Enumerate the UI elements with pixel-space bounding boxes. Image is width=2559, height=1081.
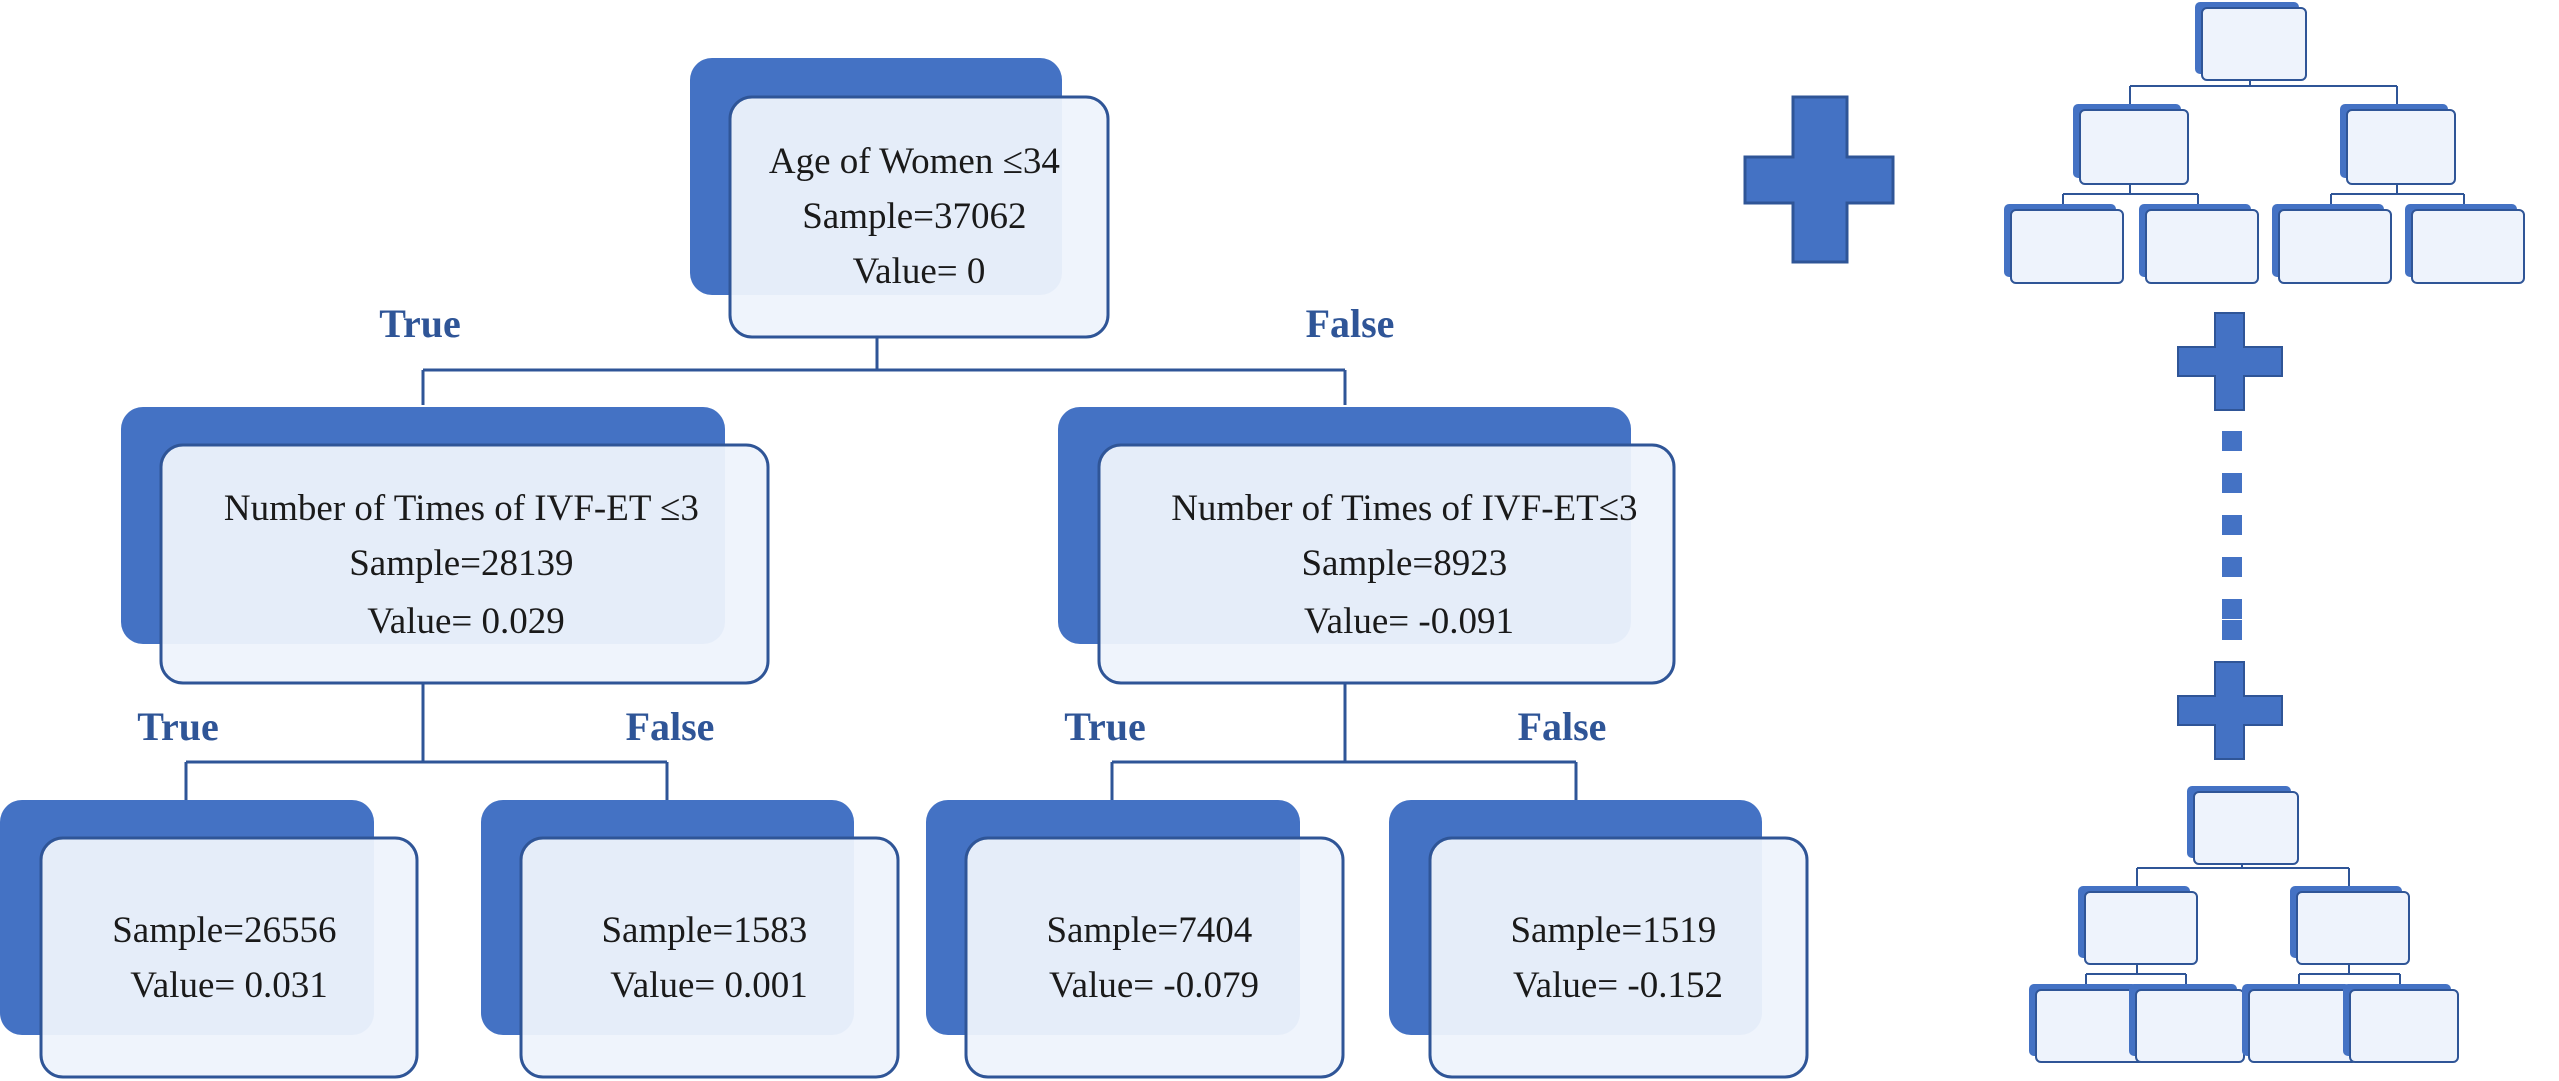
left-sample: Sample=28139 [349,543,573,584]
ellipsis-dot [2222,620,2242,640]
mini-tree-connector [2136,864,2350,886]
mini-tree-top-icon [2004,2,2525,284]
leaf-node-3: Sample=7404 Value= -0.079 [926,800,1345,1079]
svg-text:Sample=7404 Value= -0.07: Sample=7404 Value= -0.079 [1046,910,1261,1006]
root-connector [421,335,1347,405]
mini-tree-root-box [2201,7,2307,81]
ellipsis-dot [2222,557,2242,577]
mini-tree-leaf-box [2278,209,2392,284]
left-node-box [159,443,770,685]
ensemble-column [2004,2,2525,1063]
mini-tree-connector [2330,184,2465,204]
leaf-2-box [519,836,900,1079]
mini-tree-connector [2298,964,2401,984]
leaf-4-sample: Sample=1519 [1510,910,1716,951]
root-node-box [728,95,1110,339]
mini-tree-leaf-box [2035,989,2145,1063]
leaf-1-value: Value= 0.031 [130,965,328,1006]
tree-connectors [184,335,1578,800]
mini-tree-mid-box [2346,109,2456,185]
leaf-3-value: Value= -0.079 [1049,965,1259,1006]
left-value: Value= 0.029 [367,601,565,642]
right-condition: Number of Times of IVF-ET≤3 [1171,488,1637,529]
leaf-1-box [39,836,419,1079]
svg-text:Sample=1583 Value= 0.001: Sample=1583 Value= 0.001 [601,910,816,1006]
ellipsis-dot [2222,431,2242,451]
mini-tree-leaf-box [2248,989,2358,1063]
svg-text:Number of Times of IVF-ET ≤3: Number of Times of IVF-ET ≤3 Sample=2813… [224,488,708,642]
leaf-node-2: Sample=1583 Value= 0.001 [481,800,900,1079]
mini-tree-leaf-box [2135,989,2245,1063]
mini-tree-connector [2085,964,2187,984]
ellipsis-dot [2222,473,2242,493]
right-node-box [1097,443,1676,685]
mini-tree-leaf-box [2010,209,2124,284]
leaf-3-box [964,836,1345,1079]
ellipsis-dot [2222,599,2242,619]
root-node: Age of Women ≤34 Sample=37062 Value= 0 [690,58,1110,339]
leaf-4-box [1428,836,1809,1079]
branch-label-right-true: True [1064,704,1145,749]
leaf-4-value: Value= -0.152 [1513,965,1723,1006]
right-sample: Sample=8923 [1301,543,1507,584]
branch-label-root-false: False [1306,301,1395,346]
leaf-node-1: Sample=26556 Value= 0.031 [0,800,419,1079]
small-plus-top-icon [2177,312,2283,411]
branch-label-root-true: True [379,301,460,346]
svg-text:Number of Times of IVF-ET≤3: Number of Times of IVF-ET≤3 Sample=8923 … [1171,488,1647,642]
right-connector [1110,683,1578,800]
mini-tree-leaf-box [2349,989,2459,1063]
mini-tree-bottom-icon [2029,786,2459,1063]
left-connector [184,683,669,800]
mini-tree-mid-box [2084,891,2198,965]
leaf-2-value: Value= 0.001 [610,965,808,1006]
mini-tree-leaf-box [2145,209,2259,284]
dotted-ellipsis [2222,431,2242,640]
leaf-2-sample: Sample=1583 [601,910,807,951]
branch-label-left-false: False [626,704,715,749]
left-condition: Number of Times of IVF-ET ≤3 [224,488,699,529]
large-plus-icon [1743,95,1895,264]
right-value: Value= -0.091 [1304,601,1514,642]
small-plus-bottom-icon [2177,661,2283,760]
mini-tree-connector [2062,184,2199,204]
mini-tree-leaf-box [2411,209,2525,284]
branch-label-right-false: False [1518,704,1607,749]
root-value: Value= 0 [853,251,986,292]
leaf-node-4: Sample=1519 Value= -0.152 [1389,800,1809,1079]
mini-tree-mid-box [2296,891,2410,965]
mini-tree-root-box [2193,791,2299,865]
ellipsis-dot [2222,515,2242,535]
mini-tree-connector [2129,80,2398,104]
root-condition: Age of Women ≤34 [769,141,1060,182]
leaf-1-sample: Sample=26556 [112,910,336,951]
branch-label-left-true: True [137,704,218,749]
mini-tree-mid-box [2079,109,2189,185]
left-node: Number of Times of IVF-ET ≤3 Sample=2813… [121,407,770,685]
leaf-3-sample: Sample=7404 [1046,910,1252,951]
svg-text:Sample=1519 Value= -0.15: Sample=1519 Value= -0.152 [1510,910,1725,1006]
svg-text:Sample=26556 Value= 0.03: Sample=26556 Value= 0.031 [112,910,346,1006]
right-node: Number of Times of IVF-ET≤3 Sample=8923 … [1058,407,1676,685]
root-sample: Sample=37062 [802,196,1026,237]
svg-text:Age of Women ≤34 Sample=: Age of Women ≤34 Sample=37062 Value= 0 [769,141,1069,292]
